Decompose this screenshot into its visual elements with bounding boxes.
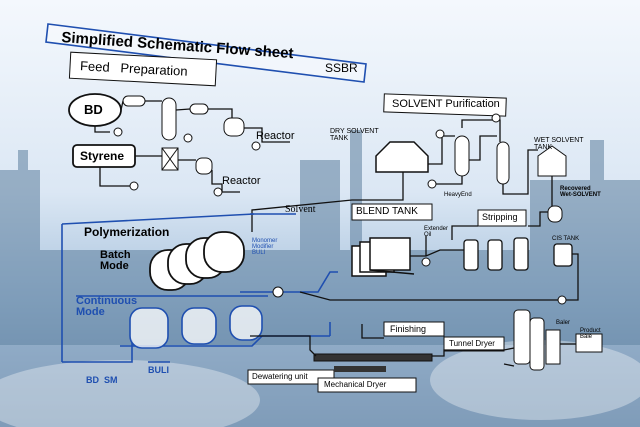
continuous-reactors	[129, 305, 263, 349]
solvent-column-2	[496, 141, 510, 185]
styrene-label: Styrene	[80, 149, 125, 163]
feed-lines	[94, 100, 290, 193]
feed-drum-1	[189, 103, 209, 115]
dewatering-unit-label: Dewatering unit	[252, 372, 308, 381]
dry-solvent-tank-label: DRY SOLVENT TANK	[330, 128, 379, 142]
tunnel-dryer-box	[443, 336, 505, 352]
dry-solvent-tank	[375, 141, 429, 173]
bd-drum	[122, 95, 146, 107]
tunnel-dryer-label: Tunnel Dryer	[449, 339, 495, 348]
solvent-lines	[251, 119, 553, 232]
solvent-pumps	[427, 113, 501, 189]
styrene-drum	[195, 157, 213, 175]
bd-label: BD	[84, 102, 103, 117]
baler-unit	[545, 329, 561, 365]
wet-solvent-tank-label: WET SOLVENT TANK	[534, 137, 584, 151]
batch-reactors	[149, 231, 245, 291]
stripping-label: Stripping	[482, 212, 518, 222]
blend-lines	[299, 211, 579, 301]
reactor-label-2: Reactor	[222, 175, 261, 187]
extruder-2	[334, 366, 386, 372]
polymerization-label: Polymerization	[84, 225, 170, 239]
finishing-lines	[250, 324, 576, 367]
finishing-label: Finishing	[390, 324, 427, 334]
solvent-purification-label: SOLVENT Purification	[392, 98, 500, 110]
reactor-label-1: Reactor	[256, 130, 295, 142]
wet-solvent-tank	[537, 145, 567, 177]
background-tanks	[0, 340, 640, 427]
feed-pumps	[113, 127, 261, 197]
tunnel-dryer-coils	[513, 309, 545, 371]
solvent-label: Solvent	[285, 204, 316, 215]
solvent-column-1	[454, 135, 470, 177]
blend-tank-box	[351, 203, 433, 221]
recovered-solvent-label: Recovered Wet-SOLVENT	[560, 186, 601, 198]
cis-tank-label: CIS TANK	[552, 236, 580, 242]
batch-mode-label: Batch Mode	[100, 249, 131, 272]
buli-label: BULI	[148, 365, 169, 375]
monomer-modifier-buli-label: Monomer Modifier BULI	[252, 238, 278, 256]
feed-column	[161, 97, 177, 141]
mechanical-dryer-box	[317, 377, 417, 393]
feed-preparation-box	[68, 51, 218, 87]
bd-sm-label: BD SM	[86, 375, 118, 385]
title-frame	[45, 23, 367, 83]
baler-label: Baler	[556, 320, 571, 326]
heavy-end-label: HeavyEnd	[444, 192, 472, 198]
polymer-pump	[272, 286, 284, 298]
stripping-box	[477, 209, 527, 227]
blend-pumps	[421, 257, 567, 305]
stripping-vessels	[463, 237, 573, 271]
dewatering-box	[247, 369, 335, 385]
feed-drum-2	[223, 117, 245, 137]
blend-tank-label: BLEND TANK	[356, 206, 418, 217]
extruder-1	[313, 353, 433, 362]
solvent-purification-box	[383, 93, 507, 117]
recovered-solvent-drum	[547, 205, 563, 223]
continuous-mode-label: Continuous Mode	[76, 295, 138, 318]
finishing-box	[383, 321, 445, 337]
flowsheet-product: SSBR	[325, 61, 358, 75]
blend-tanks	[351, 237, 415, 277]
mechanical-dryer-label: Mechanical Dryer	[324, 380, 387, 389]
product-bale-block	[575, 333, 603, 353]
product-bale-label: Product Bale	[580, 328, 601, 340]
extender-oil-label: Extender Oil	[424, 226, 449, 238]
